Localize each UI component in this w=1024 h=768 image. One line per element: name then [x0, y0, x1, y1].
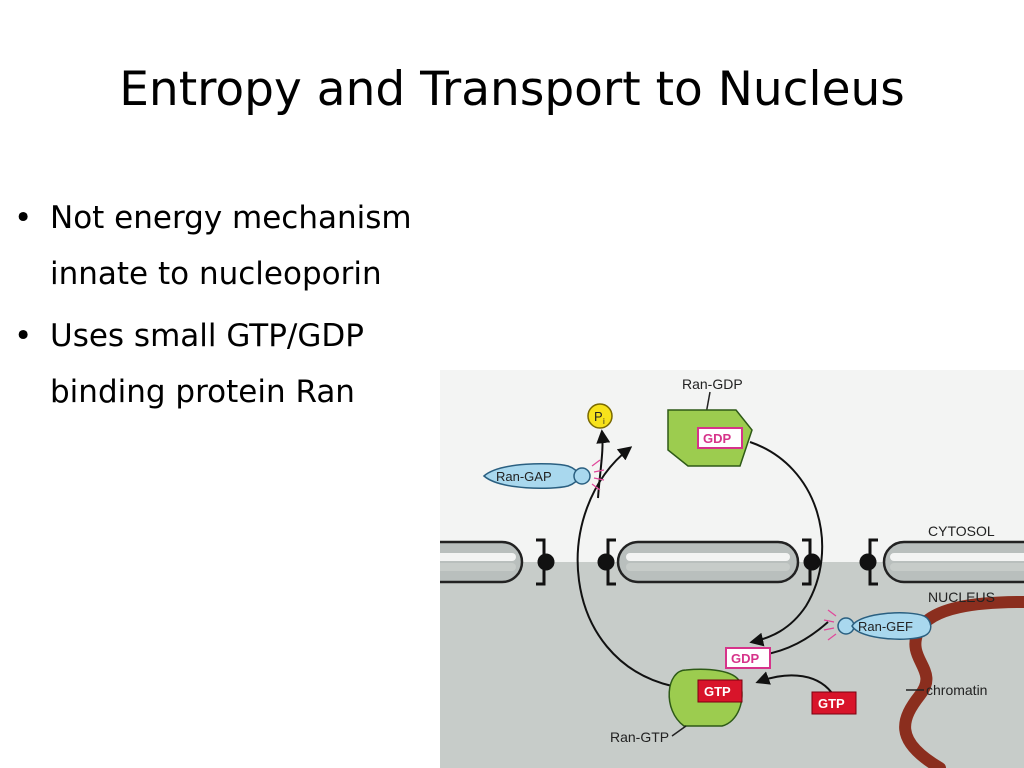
- bullet-item: • Uses small GTP/GDP binding protein Ran: [14, 308, 494, 420]
- gdp-top-label: GDP: [703, 431, 732, 446]
- ran-gef-protein: [851, 612, 932, 640]
- gdp-top-box: [697, 427, 743, 449]
- bullet-line: Not energy mechanism: [50, 200, 412, 236]
- pi-release-arrow: [596, 429, 611, 499]
- cycle-arc-left: [576, 446, 673, 687]
- gtp-free-box: [811, 691, 857, 715]
- ran-gdp-label: Ran-GDP: [682, 376, 743, 392]
- bullet-line: Uses small GTP/GDP: [50, 318, 364, 354]
- ran-gef-label: Ran-GEF: [858, 619, 913, 634]
- bullet-line: innate to nucleoporin: [50, 256, 382, 292]
- nuclear-envelope: [440, 540, 1024, 584]
- chromatin-label: chromatin: [926, 682, 987, 698]
- nuclear-pore-complex: [536, 538, 878, 586]
- ran-gtp-pointer: [671, 725, 687, 737]
- chromatin-strand: [899, 596, 1024, 768]
- slide-title: Entropy and Transport to Nucleus: [119, 62, 905, 117]
- gtp-free-label: GTP: [818, 696, 845, 711]
- bullet-dot: •: [14, 318, 33, 354]
- pi-subscript: i: [603, 417, 605, 426]
- pi-label: P: [594, 409, 603, 424]
- cytosol-label: CYTOSOL: [928, 523, 995, 539]
- gef-activity-rays: [823, 609, 837, 641]
- bullet-list: • Not energy mechanism innate to nucleop…: [14, 190, 494, 426]
- bullet-dot: •: [14, 200, 33, 236]
- nucleus-label: NUCLEUS: [928, 589, 995, 605]
- pi-phosphate: [587, 403, 613, 429]
- bullet-line: binding protein Ran: [50, 374, 355, 410]
- gdp-bottom-box: [725, 647, 771, 669]
- gdp-bottom-label: GDP: [731, 651, 760, 666]
- cycle-arc-right: [749, 441, 824, 647]
- gtp-bound-box: [697, 679, 743, 703]
- gap-activity-rays: [591, 459, 605, 491]
- gtp-binding-arrow: [755, 671, 835, 697]
- ran-gtp-label: Ran-GTP: [610, 729, 669, 745]
- bullet-item: • Not energy mechanism innate to nucleop…: [14, 190, 494, 302]
- ran-gap-label: Ran-GAP: [496, 469, 552, 484]
- gtp-bound-label: GTP: [704, 684, 731, 699]
- ran-cycle-diagram: chromatin Ran-GDP GDP P i Ran-GAP CYTOSO…: [440, 370, 1024, 768]
